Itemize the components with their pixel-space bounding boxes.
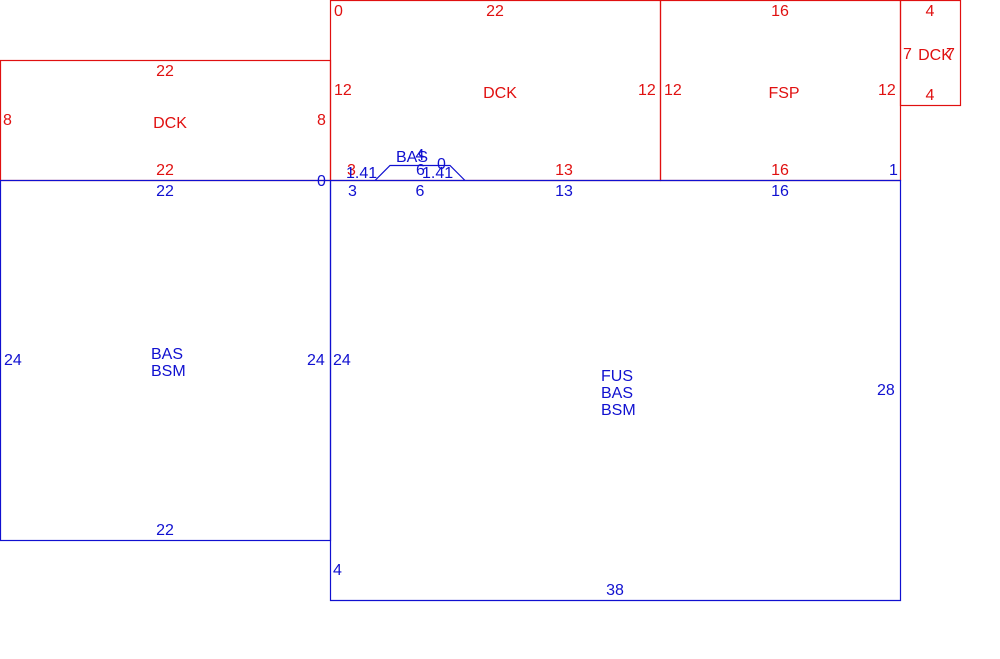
dck-center-right-dim: 12 xyxy=(638,82,656,99)
dck-left-bottom-dim: 22 xyxy=(156,162,174,179)
fsp-bottom-dim: 16 xyxy=(771,162,789,179)
bas-left-code-1: BAS xyxy=(151,346,183,363)
bas-left-left-dim: 24 xyxy=(4,352,22,369)
fsp-corner-dim: 1 xyxy=(889,162,898,179)
dck-center-top-dim: 22 xyxy=(486,3,504,20)
dck-left-right-dim: 8 xyxy=(317,112,326,129)
dck-small-right-dim: 7 xyxy=(946,46,955,63)
fus-top-seg-c: 13 xyxy=(555,183,573,200)
bas-notch-slope-left-dim: 1.41 xyxy=(346,165,377,182)
fus-code-3: BSM xyxy=(601,402,636,419)
dck-left-top-dim: 22 xyxy=(156,63,174,80)
bas-notch-top-dim: 4 xyxy=(416,147,425,164)
dck-center-code: DCK xyxy=(483,85,517,102)
dck-small-left-dim: 7 xyxy=(903,46,912,63)
fus-top-seg-a: 3 xyxy=(348,183,357,200)
bas-left-right-dim: 24 xyxy=(307,352,325,369)
fus-top-seg-d: 16 xyxy=(771,183,789,200)
fus-top-seg-b: 6 xyxy=(416,183,425,200)
bas-left-top-dim: 22 xyxy=(156,183,174,200)
bas-notch-slope-right-dim: 1.41 xyxy=(422,165,453,182)
fsp-code: FSP xyxy=(768,85,799,102)
dck-left-left-dim: 8 xyxy=(3,112,12,129)
dck-center-bottom-left-dim: 3 xyxy=(347,162,356,179)
bas-notch-code: BAS xyxy=(396,149,428,166)
fus-right-dim: 28 xyxy=(877,382,895,399)
dck-small-code: DCK xyxy=(918,47,952,64)
dck-center-left-dim: 12 xyxy=(334,82,352,99)
bas-notch-outline xyxy=(374,164,466,181)
fsp-right-dim: 12 xyxy=(878,82,896,99)
dck-small-bottom-dim: 4 xyxy=(926,87,935,104)
bas-notch-right-inner-dim: 0 xyxy=(437,156,446,173)
bas-left-bottom-dim: 22 xyxy=(156,522,174,539)
dck-left-code: DCK xyxy=(153,115,187,132)
fus-origin-dim: 0 xyxy=(317,173,326,190)
fus-code-2: BAS xyxy=(601,385,633,402)
bas-notch-left-inner-dim: 6 xyxy=(416,162,425,179)
fsp-top-dim: 16 xyxy=(771,3,789,20)
bas-left-code-2: BSM xyxy=(151,363,186,380)
fus-left-dim: 24 xyxy=(333,352,351,369)
fus-outline xyxy=(329,179,902,602)
dck-center-bottom-right-dim: 13 xyxy=(555,162,573,179)
fus-step-dim: 4 xyxy=(333,562,342,579)
fus-bottom-dim: 38 xyxy=(606,582,624,599)
dck-small-top-dim: 4 xyxy=(926,3,935,20)
dck-center-corner-dim: 0 xyxy=(334,3,343,20)
fus-code-1: FUS xyxy=(601,368,633,385)
dck-small-outline xyxy=(899,0,962,107)
fsp-left-dim: 12 xyxy=(664,82,682,99)
